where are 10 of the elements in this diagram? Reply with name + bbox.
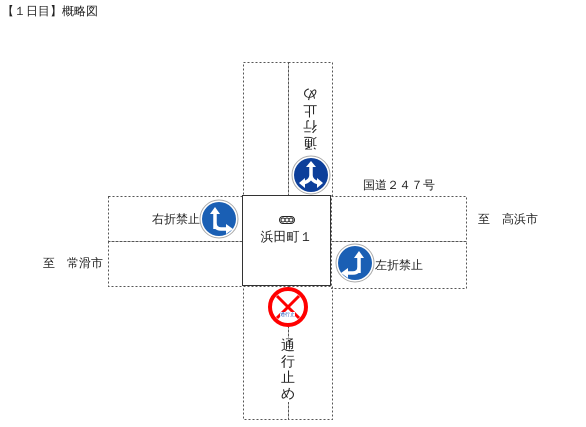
road-closed-text: 通行止め	[281, 338, 295, 402]
place-name: 浜田町１	[260, 229, 314, 246]
no-right-turn-text: 右折禁止	[151, 212, 200, 226]
road-closed-text: 通行止め	[303, 86, 317, 150]
destination-text: 至 常滑市	[43, 256, 103, 270]
no-left-turn-text: 左折禁止	[375, 258, 423, 272]
intersection-box	[242, 195, 331, 286]
destination-text: 至 高浜市	[478, 212, 538, 226]
title: 【１日目】概略図	[2, 4, 98, 18]
road-name: 国道２４７号	[363, 178, 435, 192]
